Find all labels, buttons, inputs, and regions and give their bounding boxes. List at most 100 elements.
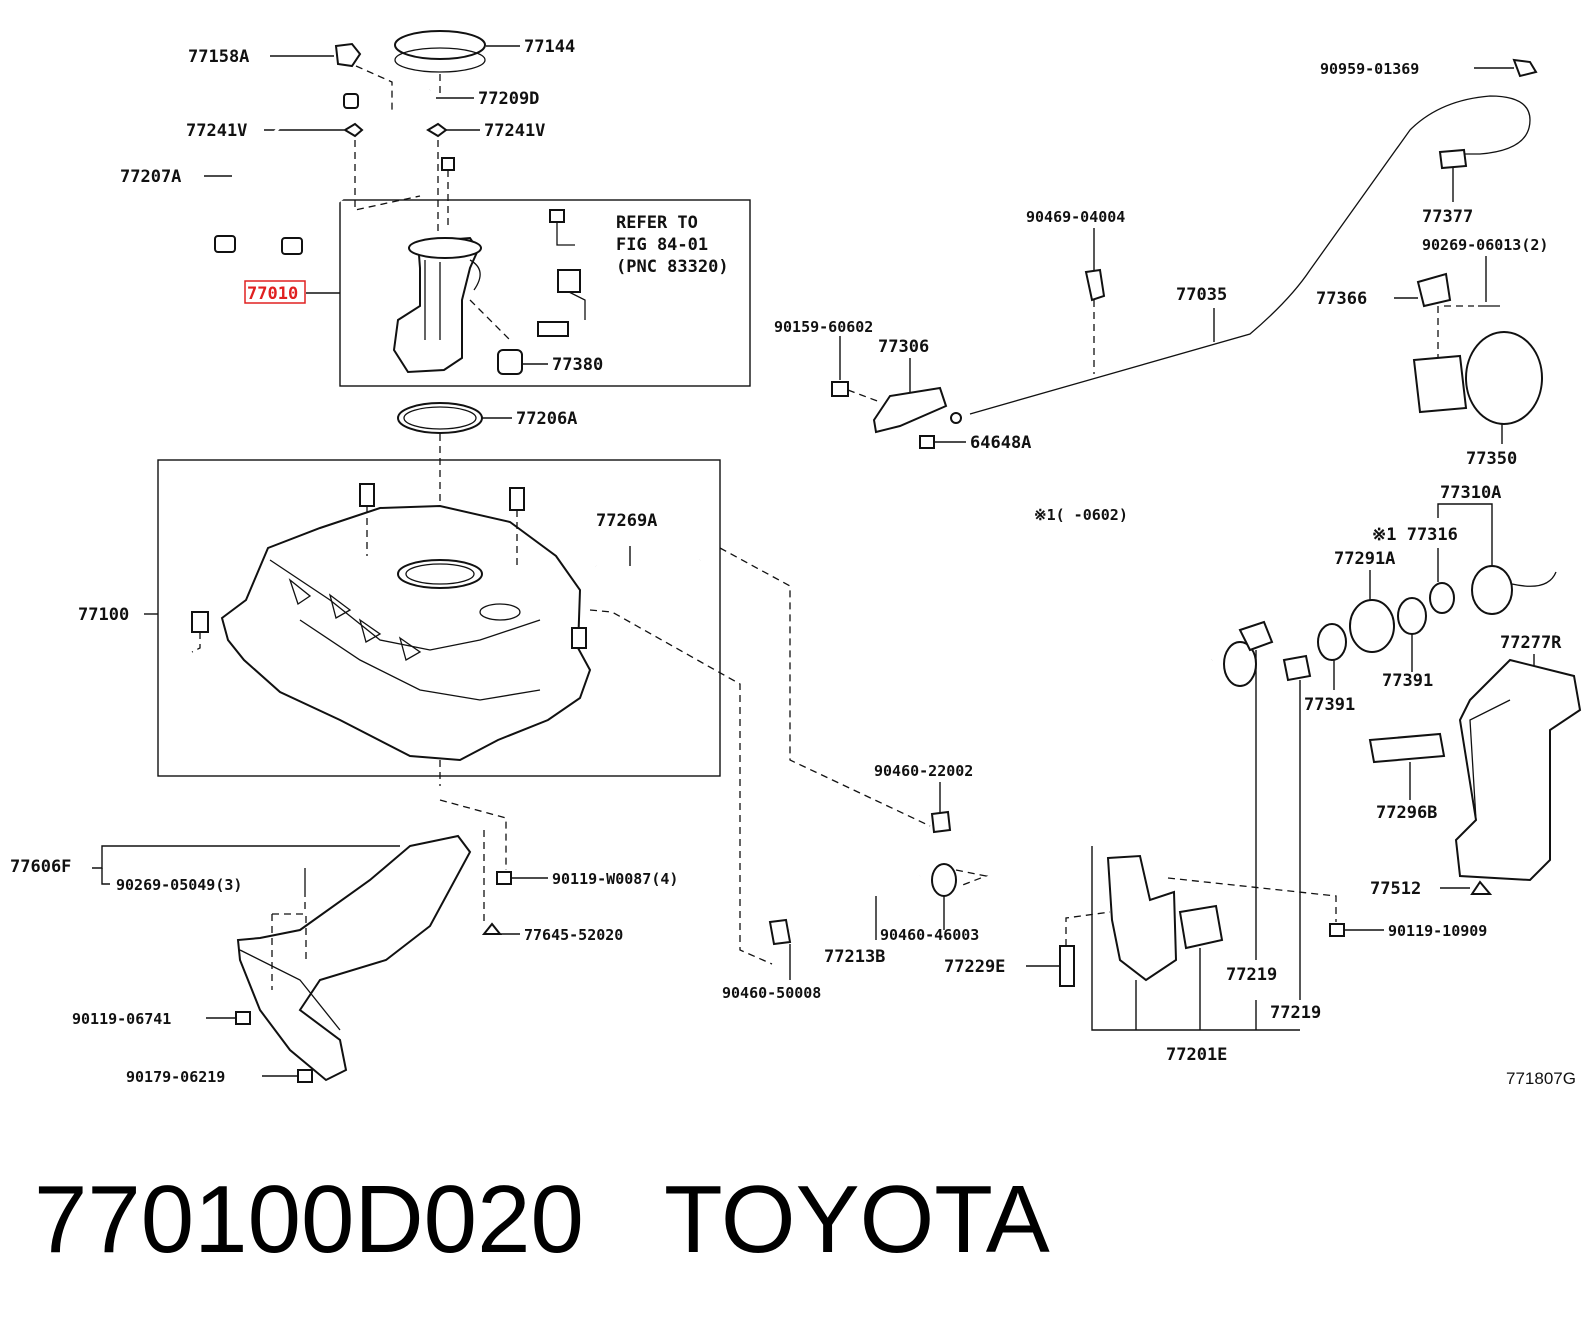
clamp-77219-lower bbox=[1282, 654, 1312, 682]
callout-77206A: 77206A bbox=[516, 409, 577, 429]
tank-opening bbox=[397, 559, 483, 589]
clip-77645-52020 bbox=[481, 922, 503, 935]
gasket-77391-left bbox=[1317, 623, 1347, 661]
callout-77277R: 77277R bbox=[1500, 633, 1562, 653]
callout-77035: 77035 bbox=[1176, 285, 1227, 305]
callout-77201E: 77201E bbox=[1166, 1045, 1227, 1065]
callout-77350: 77350 bbox=[1466, 449, 1517, 469]
callout-90959-01369: 90959-01369 bbox=[1320, 60, 1419, 78]
callout-77291A: 77291A bbox=[1334, 549, 1395, 569]
callout-90179-06219: 90179-06219 bbox=[126, 1068, 225, 1086]
callout-77229E: 77229E bbox=[944, 957, 1005, 977]
bracket-77201E-small bbox=[1178, 904, 1224, 950]
screw-90159-60602 bbox=[831, 381, 849, 397]
clamp-90460-50008 bbox=[768, 918, 792, 946]
callout-90469-04004: 90469-04004 bbox=[1026, 208, 1125, 226]
hose-connector-left bbox=[214, 235, 236, 253]
clamp-77219-upper bbox=[1238, 620, 1274, 652]
callout-77241V-right: 77241V bbox=[484, 121, 545, 141]
callout-77209D: 77209D bbox=[478, 89, 539, 109]
figure-code: 771807G bbox=[1506, 1069, 1576, 1088]
condition-note: ※1( -0602) bbox=[1034, 506, 1128, 524]
callout-77010: 77010 bbox=[247, 284, 298, 304]
grommet-64648A bbox=[919, 435, 935, 449]
hose-77269A bbox=[595, 555, 702, 574]
bracket-77201E bbox=[1106, 854, 1178, 982]
callout-77306: 77306 bbox=[878, 337, 929, 357]
hose-77213B bbox=[781, 866, 922, 936]
sender-float bbox=[537, 321, 569, 337]
bolt-90119-W0087 bbox=[496, 871, 512, 885]
bracket-77296B bbox=[1368, 732, 1446, 764]
bolt-90119-10909 bbox=[1329, 923, 1345, 937]
callout-77380: 77380 bbox=[552, 355, 603, 375]
filler-pipe-protector-77277R bbox=[1454, 658, 1582, 882]
clip-77241V-left bbox=[343, 122, 364, 138]
gasket-group: 77206A bbox=[397, 402, 577, 560]
callout-77316: ※1 77316 bbox=[1372, 525, 1458, 545]
callout-64648A: 64648A bbox=[970, 433, 1031, 453]
callout-77241V-left: 77241V bbox=[186, 121, 247, 141]
callout-77158A: 77158A bbox=[188, 47, 249, 67]
clip-77229E bbox=[1059, 945, 1075, 987]
fuel-cap-77310A bbox=[1471, 565, 1513, 615]
heat-shield-77606F bbox=[236, 834, 472, 1082]
callout-90460-22002: 90460-22002 bbox=[874, 762, 973, 780]
lock-assembly-77306 bbox=[872, 386, 948, 434]
valve-cap bbox=[441, 157, 455, 171]
fuel-filter bbox=[497, 349, 523, 375]
callout-77377: 77377 bbox=[1422, 207, 1473, 227]
filler-neck-group: ※1( -0602) 77310A ※1 77316 77291A 77391 … bbox=[944, 483, 1582, 1065]
sender-unit bbox=[557, 269, 581, 293]
callout-90269-05049: 90269-05049(3) bbox=[116, 876, 242, 894]
clamp-90460-46003 bbox=[931, 863, 957, 897]
callout-90460-46003: 90460-46003 bbox=[880, 926, 979, 944]
clamp-90460-22002 bbox=[930, 810, 952, 834]
callout-77512: 77512 bbox=[1370, 879, 1421, 899]
callout-90159-60602: 90159-60602 bbox=[774, 318, 873, 336]
lid-opener-group: 90959-01369 77035 77377 90469-04004 7730… bbox=[774, 58, 1548, 469]
callout-77219-b: 77219 bbox=[1270, 1003, 1321, 1023]
fuel-pump-flange bbox=[408, 237, 482, 259]
callout-77296B: 77296B bbox=[1376, 803, 1437, 823]
nut-90179-06219 bbox=[297, 1069, 313, 1083]
callout-90119-10909: 90119-10909 bbox=[1388, 922, 1487, 940]
callout-77207A: 77207A bbox=[120, 167, 181, 187]
gasket-77391-right bbox=[1397, 597, 1427, 635]
callout-77219-a: 77219 bbox=[1226, 965, 1277, 985]
callout-90269-06013: 90269-06013(2) bbox=[1422, 236, 1548, 254]
clamp-90469-04004 bbox=[1084, 268, 1106, 302]
refer-note-line3: (PNC 83320) bbox=[616, 257, 729, 277]
clip-77512 bbox=[1470, 880, 1493, 895]
lid-hinge bbox=[1412, 354, 1468, 414]
callout-77100: 77100 bbox=[78, 605, 129, 625]
callout-77310A: 77310A bbox=[1440, 483, 1501, 503]
fuel-tank-box bbox=[157, 459, 721, 777]
clip-90959-01369 bbox=[1512, 58, 1538, 78]
refer-note-line2: FIG 84-01 bbox=[616, 235, 708, 255]
callout-77606F: 77606F bbox=[10, 857, 71, 877]
highlight-box-77010 bbox=[244, 280, 306, 304]
tank-bumper-left bbox=[359, 483, 375, 507]
tank-bumper-right bbox=[509, 487, 525, 511]
callout-77366: 77366 bbox=[1316, 289, 1367, 309]
gasket-77316 bbox=[1429, 582, 1455, 614]
callout-77645-52020: 77645-52020 bbox=[524, 926, 623, 944]
callout-77391-left: 77391 bbox=[1304, 695, 1355, 715]
hoses-group: 90460-22002 77213B 90460-46003 90460-500… bbox=[722, 762, 989, 1002]
callout-90119-W0087: 90119-W0087(4) bbox=[552, 870, 678, 888]
callout-77213B: 77213B bbox=[824, 947, 885, 967]
hose-connector-right bbox=[281, 237, 303, 255]
callout-77144: 77144 bbox=[524, 37, 575, 57]
callout-90460-50008: 90460-50008 bbox=[722, 984, 821, 1002]
clip-77241V-right bbox=[426, 122, 448, 138]
refer-note-line1: REFER TO bbox=[616, 213, 698, 233]
cable-clamp-77377 bbox=[1438, 148, 1468, 170]
filler-neck-ring-77291A bbox=[1349, 599, 1395, 653]
bolt-90119-06741 bbox=[235, 1011, 251, 1025]
part-number-caption: 770100D020 bbox=[34, 1166, 584, 1273]
fuel-lid-77350 bbox=[1465, 331, 1543, 425]
sender-connector bbox=[549, 209, 565, 223]
top-left-parts-group: 77158A 77144 77209D 77241V 77241V 77207A bbox=[120, 30, 575, 255]
callout-90119-06741: 90119-06741 bbox=[72, 1010, 171, 1028]
